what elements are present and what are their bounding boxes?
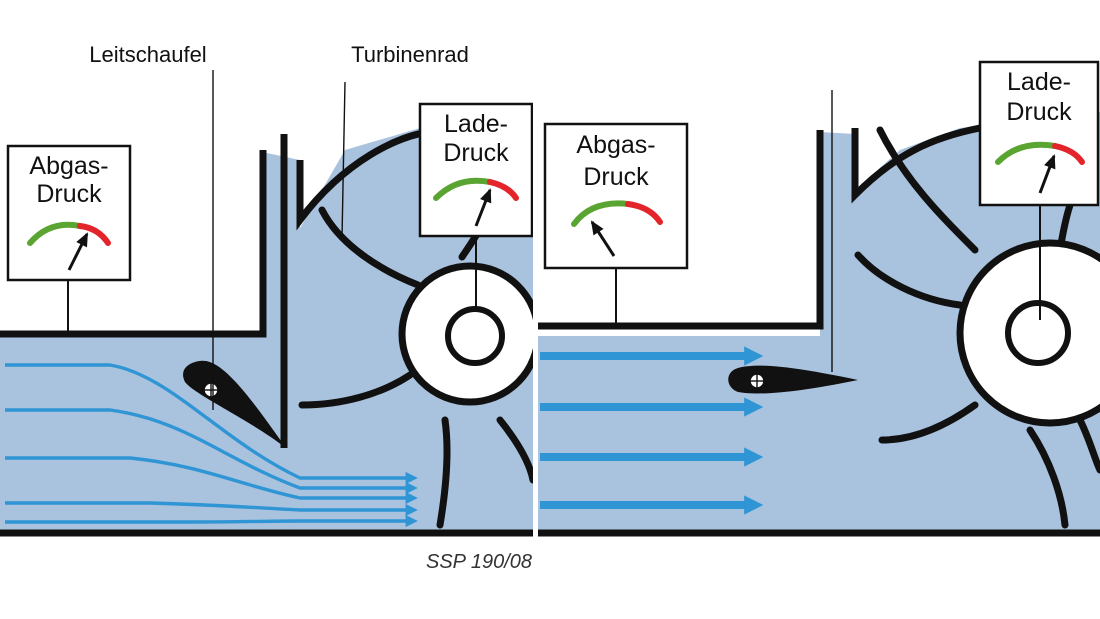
right-panel-large-throat [538,90,1100,537]
gauge-label-line2: Druck [443,139,509,167]
gauge-label-line2: Druck [1006,98,1072,126]
gauge-arc-red [1052,143,1085,165]
gauge-label-line1: Lade- [444,110,508,138]
gauge-needle-head [1044,154,1056,170]
gauge-arc-red [625,201,663,225]
gauge-arc-green [571,200,631,227]
gauge-arc-red [487,179,519,201]
left-panel-small-throat [0,70,533,537]
gauge-needle-head [76,232,88,248]
turbine-wheel-leader-line [341,81,346,239]
flow-arrow [5,501,418,517]
left-flow-arrows [5,363,418,528]
turbine-wheel-label: Turbinenrad [351,42,469,67]
gauge-label-line1: Abgas- [576,131,655,159]
right-turbine-wheel [854,126,1100,529]
flow-arrow [5,408,418,495]
figure-caption: SSP 190/08 [426,551,532,573]
gauge-needle-head [590,220,604,236]
flow-arrow [5,456,418,505]
gauge-arc-green [433,177,493,201]
right-housing-walls [538,124,1100,537]
guide-vane-label: Leitschaufel [89,42,206,67]
left-turbine-wheel [298,206,533,529]
gauge-label-line2: Druck [583,163,649,191]
boost-pressure-gauge-right: Lade- Druck [978,60,1100,207]
right-exhaust-gas-area [538,112,1100,534]
gauge-arc-green [995,141,1058,165]
flow-arrow [5,363,418,485]
gauge-arc-red [77,223,111,246]
right-flow-arrows [540,346,764,515]
gauge-arc-green [27,221,83,246]
exhaust-pressure-gauge-left: Abgas- Druck [6,144,132,282]
gauge-label-line2: Druck [36,180,102,208]
gauge-needle-head [480,188,492,204]
left-housing-walls [0,128,533,537]
gauge-label-line1: Abgas- [29,152,108,180]
boost-pressure-gauge-left: Lade- Druck [418,102,534,238]
flow-arrow [5,514,418,528]
right-guide-vane [728,365,858,394]
exhaust-pressure-gauge-right: Abgas- Druck [543,122,689,270]
panel-divider [533,0,538,619]
left-guide-vane [183,360,286,448]
gauge-label-line1: Lade- [1007,68,1071,96]
